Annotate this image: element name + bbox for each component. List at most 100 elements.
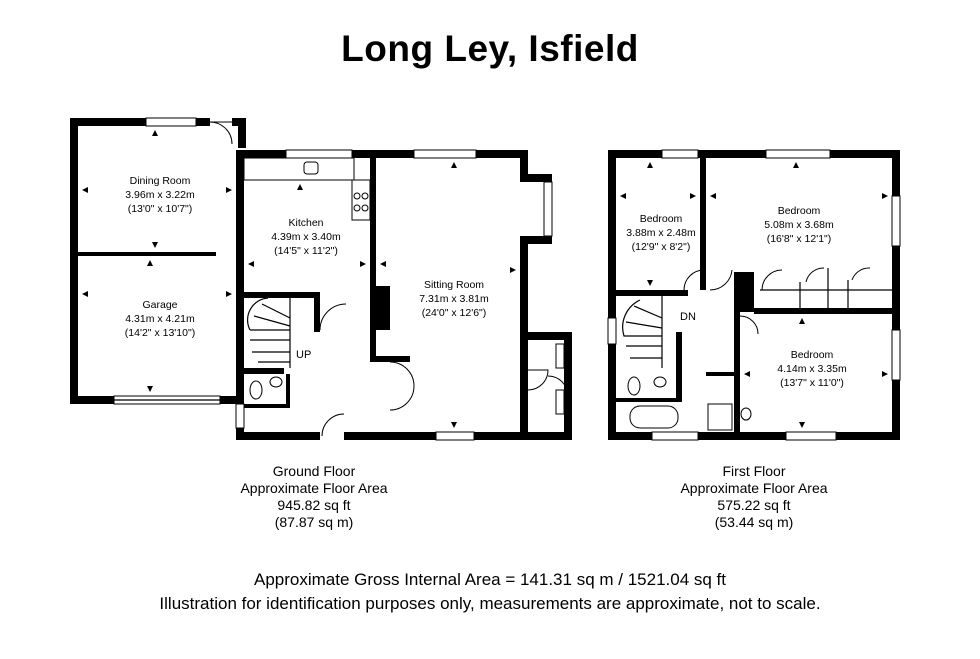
wall — [698, 432, 786, 440]
wall — [78, 252, 216, 256]
wall — [528, 174, 552, 182]
wall — [528, 432, 572, 440]
wall — [528, 332, 572, 340]
wall — [344, 432, 436, 440]
window — [145, 117, 197, 127]
wall — [218, 396, 242, 404]
wall — [70, 118, 78, 404]
door-swing — [761, 267, 871, 291]
ground-floor-caption: Ground Floor Approximate Floor Area 945.… — [164, 463, 464, 531]
room-name: Kitchen — [288, 217, 323, 229]
room-imperial: (12'9" x 8'2") — [632, 241, 691, 253]
wall — [754, 308, 892, 314]
room-metric: 3.96m x 3.22m — [125, 189, 195, 201]
basin — [740, 407, 752, 421]
floor-area-sqm: (87.87 sq m) — [274, 514, 354, 530]
floor-area-label: Approximate Floor Area — [240, 480, 388, 496]
door-swing — [389, 361, 415, 411]
room-imperial: (13'0" x 10'7") — [128, 203, 193, 215]
wall — [370, 356, 410, 362]
wall — [608, 150, 616, 440]
wall — [476, 150, 528, 158]
gross-area-text: Approximate Gross Internal Area = 141.31… — [253, 570, 726, 589]
room-imperial: (14'2" x 13'10") — [125, 327, 195, 339]
wall — [352, 150, 414, 158]
room-imperial: (14'5" x 11'2") — [274, 245, 338, 257]
first-floor-plan: DN Bedroom 3.88m x 2.48m (12'9" x 8'2") … — [607, 149, 901, 441]
floor-area-label: Approximate Floor Area — [680, 480, 828, 496]
stairs — [622, 296, 663, 368]
window — [765, 149, 831, 159]
stairs-up-label: UP — [296, 349, 311, 361]
floor-area-sqft: 575.22 sq ft — [717, 497, 791, 513]
door-swing — [321, 413, 345, 437]
worktop — [243, 157, 355, 181]
wall — [236, 432, 320, 440]
wall — [734, 312, 740, 432]
room-imperial: (24'0" x 12'6") — [422, 307, 487, 319]
window — [661, 149, 699, 159]
basin — [269, 376, 283, 388]
door-swing — [319, 303, 347, 331]
wall — [676, 332, 682, 402]
window — [555, 389, 565, 415]
wall — [608, 432, 652, 440]
toilet — [627, 376, 641, 396]
room-metric: 4.14m x 3.35m — [777, 363, 847, 375]
window — [413, 149, 477, 159]
wall — [700, 158, 706, 290]
door-swing — [683, 269, 705, 291]
floor-name: First Floor — [722, 463, 786, 479]
wall — [236, 150, 286, 158]
wall — [286, 374, 290, 408]
room-name: Garage — [142, 299, 177, 311]
room-name: Bedroom — [640, 213, 683, 225]
dimension-arrows — [82, 130, 516, 428]
wall — [528, 236, 552, 244]
window — [435, 431, 475, 441]
room-name: Dining Room — [130, 175, 191, 187]
hob — [351, 179, 371, 221]
airing-cupboard — [734, 272, 754, 312]
wall — [244, 292, 314, 298]
door-swing — [709, 269, 733, 291]
wall — [616, 290, 688, 296]
door-swing — [209, 121, 233, 145]
sink — [303, 161, 319, 175]
stairs-down-label: DN — [680, 311, 696, 323]
wall — [244, 404, 290, 408]
floor-area-sqm: (53.44 sq m) — [714, 514, 794, 530]
floor-name: Ground Floor — [272, 463, 356, 479]
first-floor-caption: First Floor Approximate Floor Area 575.2… — [604, 463, 904, 531]
page-title: Long Ley, Isfield — [341, 28, 639, 69]
door-swing — [739, 315, 759, 335]
window — [235, 403, 245, 429]
room-metric: 4.39m x 3.40m — [271, 231, 341, 243]
window — [285, 149, 353, 159]
wall — [236, 150, 244, 440]
basin — [653, 376, 667, 388]
room-name: Sitting Room — [424, 279, 484, 291]
floor-area-sqft: 945.82 sq ft — [277, 497, 351, 513]
wardrobes — [760, 268, 892, 308]
wall — [520, 332, 528, 440]
window — [785, 431, 837, 441]
ground-floor-plan: UP Dining Room 3.96m x 3.22m (13'0" x 10… — [70, 117, 572, 441]
wall — [836, 432, 900, 440]
window — [607, 317, 617, 345]
dimension-arrows — [620, 162, 888, 428]
wall — [608, 150, 662, 158]
disclaimer-text: Illustration for identification purposes… — [159, 594, 821, 613]
wall — [244, 368, 284, 374]
wall — [520, 236, 528, 332]
stairs — [246, 297, 291, 368]
room-metric: 5.08m x 3.68m — [764, 219, 834, 231]
bath — [629, 405, 679, 429]
window — [891, 195, 901, 247]
wall — [238, 118, 246, 148]
room-metric: 7.31m x 3.81m — [419, 293, 489, 305]
room-metric: 4.31m x 4.21m — [125, 313, 195, 325]
window — [891, 329, 901, 381]
room-metric: 3.88m x 2.48m — [626, 227, 696, 239]
